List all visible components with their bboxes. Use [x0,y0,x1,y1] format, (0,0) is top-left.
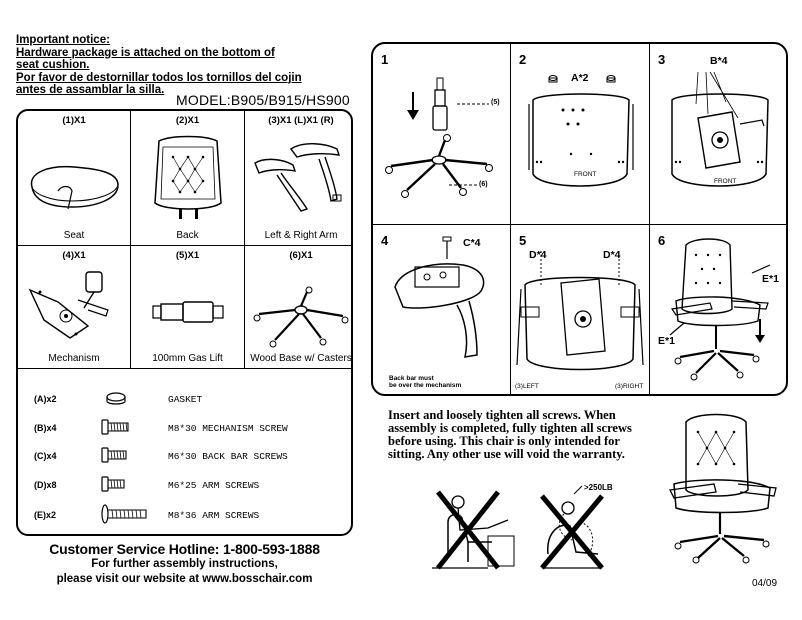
step-6: 6 E*1 E*1 [650,225,786,394]
base-illustration [253,286,349,348]
note-line: be over the mechanism [389,382,462,389]
right-arm-label: (3)RIGHT [615,383,644,390]
hardware-row-a: (A)x2 GASKET [18,385,351,413]
part-label: Mechanism [48,353,100,364]
assembly-steps-panel: 1 (5) (6) 2 A*2 FRONT [371,42,788,396]
step-number: 1 [381,52,389,67]
seat-illustration [30,165,119,210]
part-label: Wood Base w/ Casters [250,353,352,364]
assembly-instructions: Insert and loosely tighten all screws. W… [388,408,632,461]
step-5-illustration [516,251,644,371]
label-6: (6) [479,181,488,188]
hardware-row-e: (E)x2 M8*36 ARM SCREWS [18,501,351,529]
step-number: 2 [519,52,527,67]
annotation-b: B*4 [710,55,728,67]
notice-heading: Important notice: [16,34,110,46]
annotation-c: C*4 [463,237,481,249]
hardware-code: (C)x4 [34,451,57,461]
part-qty: (1)X1 [62,115,86,126]
model-number: MODEL:B905/B915/HS900 [176,92,350,108]
customer-service-hotline: Customer Service Hotline: 1-800-593-1888 [49,541,320,557]
hardware-code: (A)x2 [34,394,57,404]
part-cell-arms: (3)X1 (L)X1 (R) Left & Right Arm [245,111,351,246]
hardware-desc: GASKET [168,394,203,405]
part-cell-gas-lift: (5)X1 100mm Gas Lift [131,246,245,369]
further-instructions: For further assembly instructions, [91,558,278,570]
notice-line: antes de assamblar la silla. [16,84,165,96]
hardware-code: (E)x2 [34,510,57,520]
website-note: please visit our website at www.bosschai… [56,573,313,585]
front-label: FRONT [714,178,737,185]
revision-date: 04/09 [752,578,778,589]
part-label: 100mm Gas Lift [152,353,223,364]
mechanism-illustration [28,271,109,339]
annotation-e-top: E*1 [762,273,779,285]
step-4-illustration [394,236,485,358]
step-number: 4 [381,233,389,248]
part-cell-back: (2)X1 Back [131,111,245,246]
finished-chair-illustration [669,413,777,564]
gasket-icon [106,392,126,405]
arms-illustration [254,143,342,212]
mechanism-screw-icon [101,419,129,435]
step-number: 6 [658,233,666,248]
step-number: 3 [658,52,666,67]
step-6-illustration [669,238,771,381]
annotation-d-right: D*4 [603,249,621,261]
step-3: 3 B*4 FRONT [650,44,786,225]
note-line: Back bar must [389,375,434,382]
step-2: 2 A*2 FRONT [511,44,650,225]
step-1-illustration [385,77,493,198]
step-5: 5 D*4 D*4 (3)LEFT (3)RIGHT [511,225,650,394]
label-5: (5) [491,99,500,106]
important-notice: Important notice: Hardware package is at… [16,34,316,97]
arm-screw-long-icon [101,504,147,524]
step-3-illustration [671,71,769,187]
hardware-desc: M6*25 ARM SCREWS [168,480,260,491]
annotation-a: A*2 [571,72,589,84]
step-4: 4 C*4 Back bar must be over the mechanis… [373,225,511,394]
part-label: Back [176,230,199,241]
part-label: Seat [63,230,85,241]
arm-screw-icon [101,476,125,492]
hardware-row-b: (B)x4 M8*30 MECHANISM SCREW [18,414,351,442]
hardware-code: (B)x4 [34,423,57,433]
hardware-desc: M8*36 ARM SCREWS [168,510,260,521]
hardware-row-c: (C)x4 M6*30 BACK BAR SCREWS [18,442,351,470]
hardware-desc: M8*30 MECHANISM SCREW [168,423,288,434]
part-qty: (5)X1 [175,250,200,261]
annotation-e-bottom: E*1 [658,335,675,347]
part-qty: (6)X1 [289,250,313,261]
notice-line: seat cushion. [16,59,90,71]
misuse-warning-illustration [432,485,604,570]
step-number: 5 [519,233,527,248]
gas-lift-illustration [152,301,224,323]
back-illustration [154,135,222,219]
part-cell-seat: (1)X1 Seat [18,111,131,246]
step-2-illustration [528,75,634,187]
notice-line: Por favor de destornillar todos los torn… [16,71,302,84]
part-qty: (4)X1 [62,250,86,261]
part-label: Left & Right Arm [264,230,338,241]
part-qty: (2)X1 [175,115,200,126]
front-label: FRONT [574,171,597,178]
left-arm-label: (3)LEFT [515,383,539,390]
hardware-code: (D)x8 [34,480,57,490]
part-cell-base: (6)X1 Wood Base w/ Casters [245,246,352,369]
hardware-row-d: (D)x8 M6*25 ARM SCREWS [18,471,351,499]
back-bar-note: Back bar must be over the mechanism [389,375,461,389]
part-qty: (3)X1 (L)X1 (R) [268,115,334,126]
notice-line: Hardware package is attached on the bott… [16,46,275,59]
back-bar-screw-icon [101,447,127,463]
step-1: 1 (5) (6) [373,44,511,225]
hardware-desc: M6*30 BACK BAR SCREWS [168,451,288,462]
part-cell-mechanism: (4)X1 Mechanism [18,246,131,369]
parts-list-panel: (1)X1 Seat (2)X1 Back (3)X1 (L)X1 (R) [16,109,353,536]
weight-limit-label: >250LB [584,483,613,492]
annotation-d-left: D*4 [529,249,547,261]
